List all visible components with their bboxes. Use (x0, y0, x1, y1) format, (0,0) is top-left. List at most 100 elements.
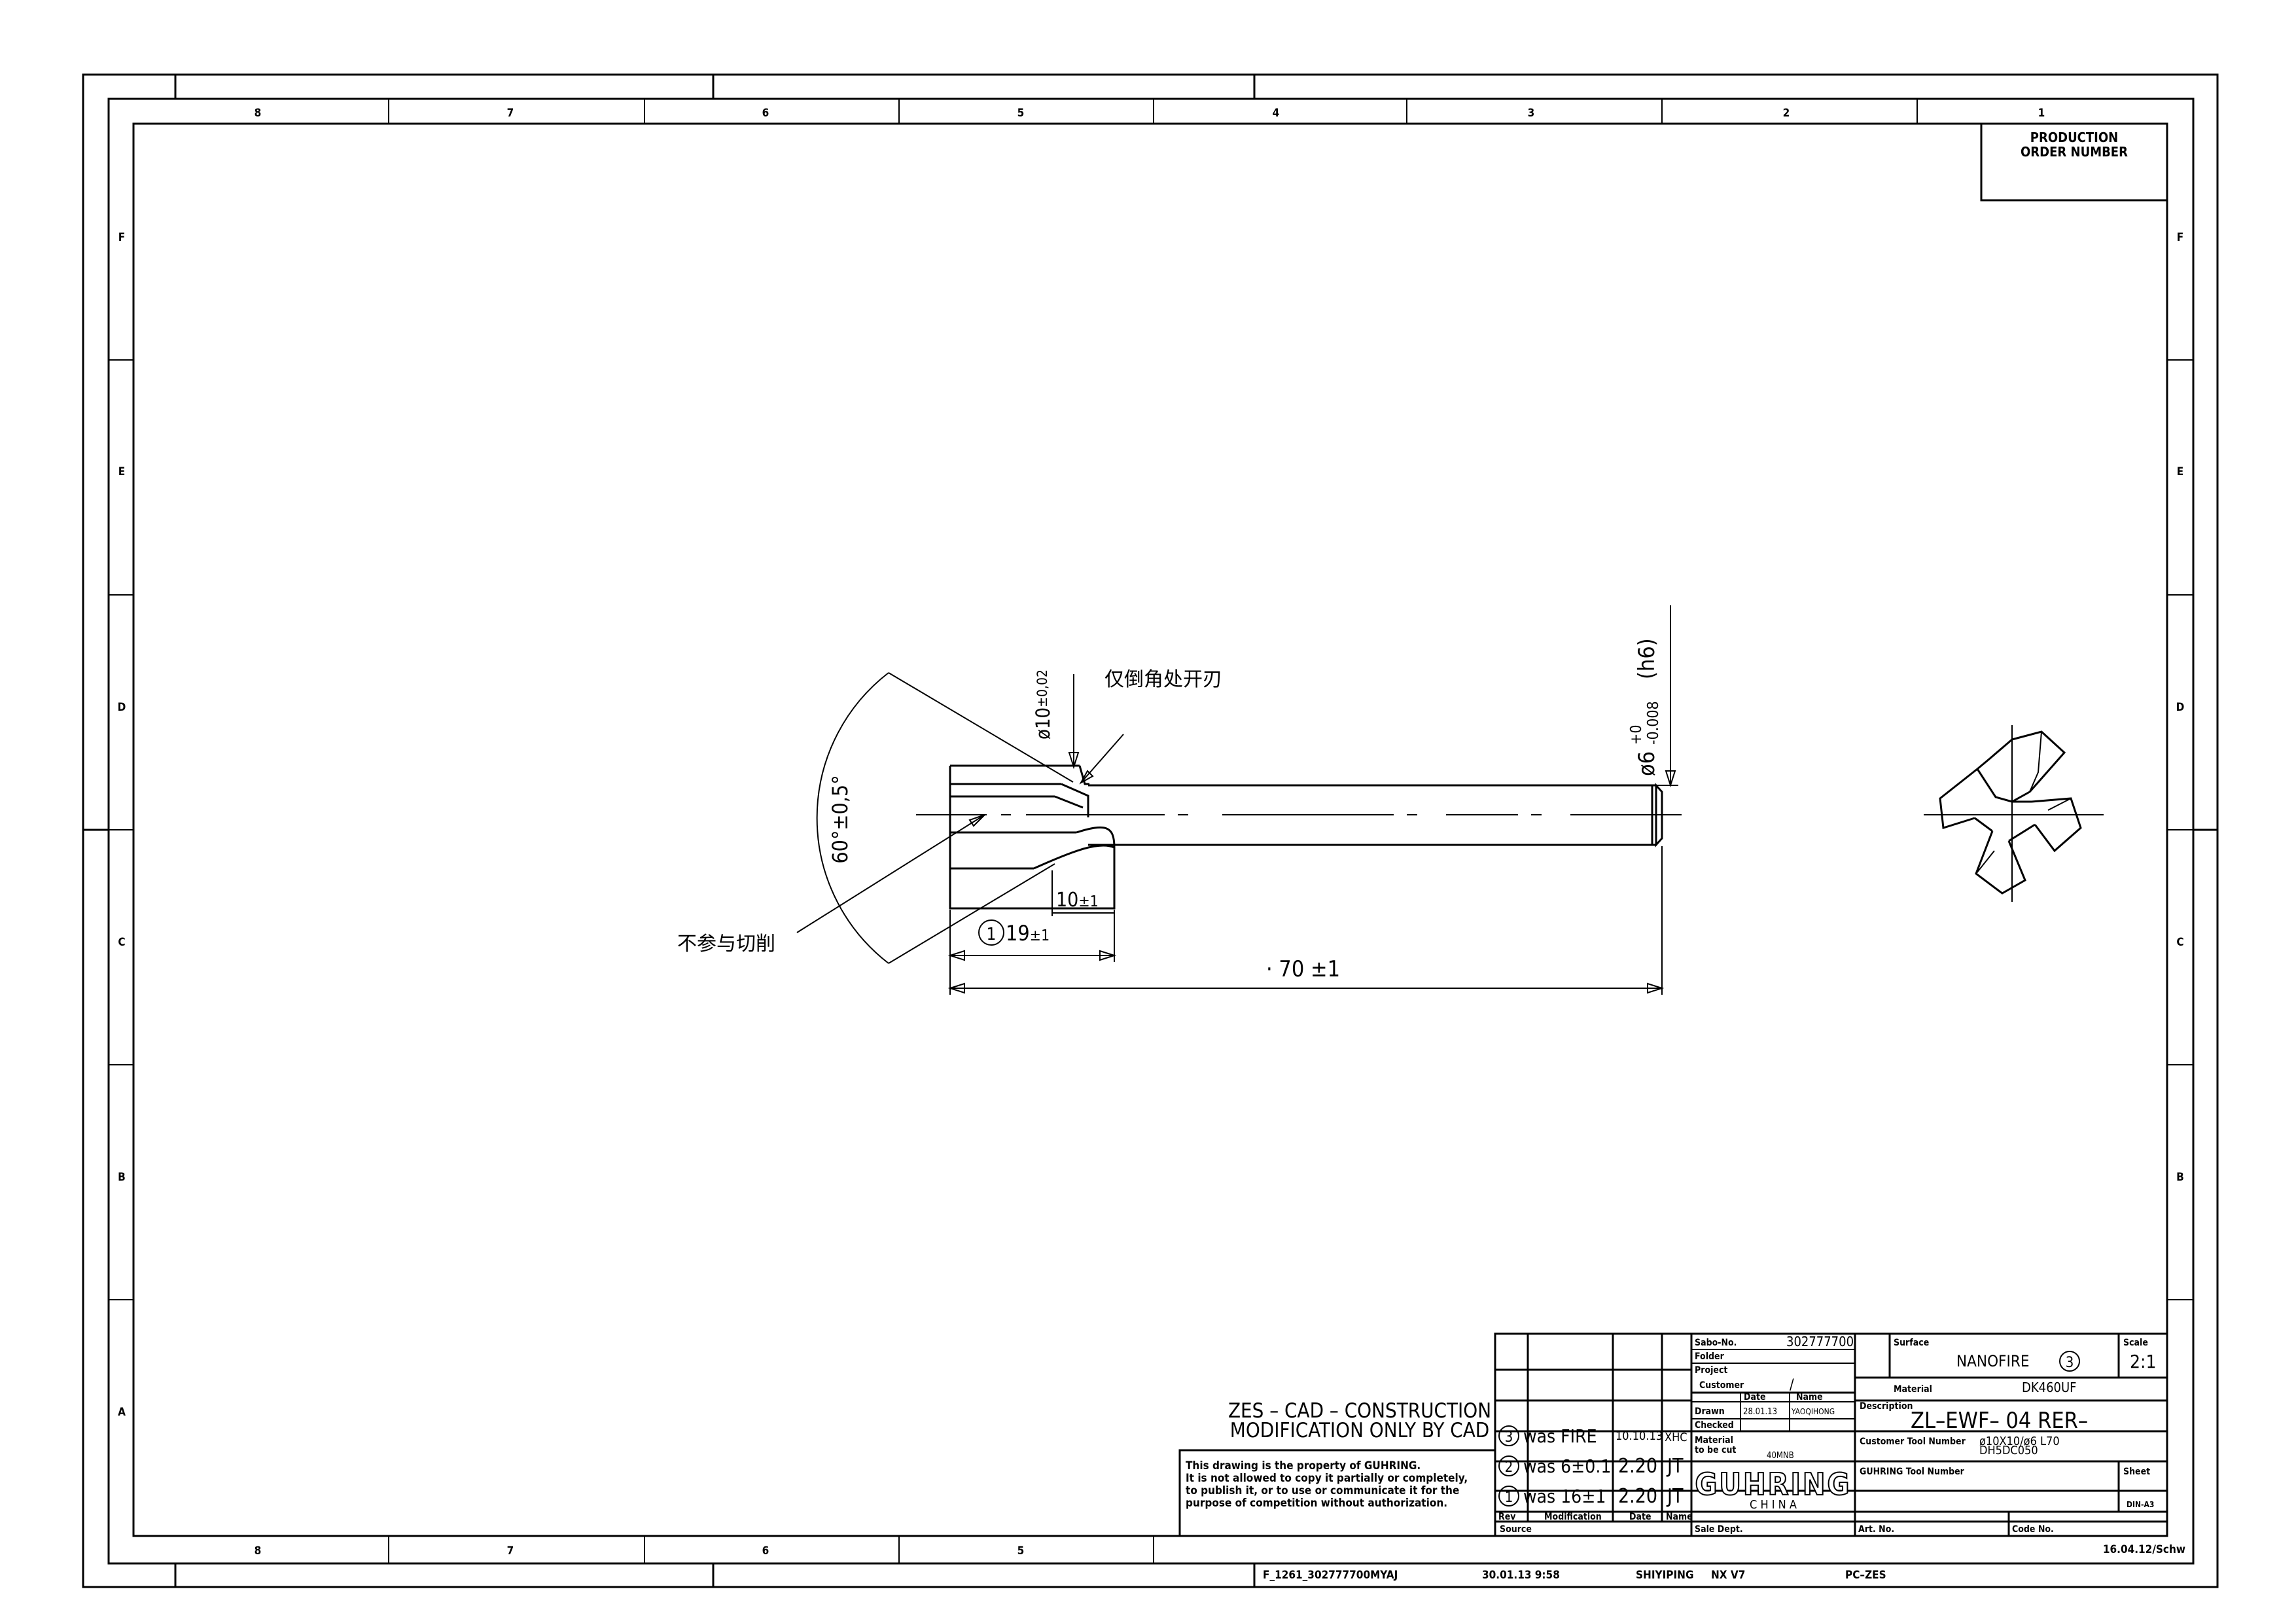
rev-header-date: Date (1629, 1512, 1651, 1522)
sheet-value: DIN-A3 (2127, 1500, 2154, 1509)
len19-marker: 1 (987, 925, 997, 944)
len19-dimension: 1 19±1 (947, 910, 1117, 962)
title-info-right: Surface NANOFIRE 3 Scale 2:1 Material DK… (1860, 1338, 2185, 1556)
china-label: C H I N A (1750, 1498, 1797, 1512)
project-label: Project (1695, 1365, 1727, 1376)
scale-label: Scale (2123, 1338, 2148, 1348)
rev-header-modification: Modification (1544, 1512, 1602, 1522)
dia6-fit: (h6) (1634, 638, 1660, 679)
guhring-logo-text: GUHRING (1695, 1467, 1851, 1502)
zone-row-c-left: C (118, 936, 125, 949)
zes-line2: MODIFICATION ONLY BY CAD (1230, 1419, 1490, 1442)
zone-dividers (109, 99, 2193, 1563)
rev-header-rev: Rev (1498, 1512, 1516, 1522)
material-value: DK460UF (2022, 1380, 2077, 1395)
zone-row-d-right: D (2176, 701, 2185, 714)
sabo-label: Sabo-No. (1695, 1338, 1737, 1348)
surface-marker: 3 (2066, 1355, 2074, 1371)
dia10-label: ø10±0,02 (1032, 669, 1054, 740)
footer-software: NX V7 (1711, 1569, 1745, 1582)
material-label: Material (1894, 1384, 1932, 1395)
description-value: ZL–EWF– 04 RER– (1911, 1408, 2088, 1434)
dia6-dimension: ø6 +0 -0.008 (h6) (1628, 605, 1678, 788)
zes-notice: ZES – CAD – CONSTRUCTION MODIFICATION ON… (1228, 1399, 1491, 1442)
zone-row-b-right: B (2176, 1171, 2184, 1184)
zone-row-c-right: C (2176, 936, 2183, 949)
zone-col-7-bottom: 7 (507, 1544, 514, 1558)
angle-label: 60°±0,5° (828, 775, 853, 863)
zone-col-8: 8 (255, 107, 262, 120)
chamfer-note-label: 仅倒角处开刃 (1104, 668, 1222, 691)
customer-label: Customer (1699, 1380, 1744, 1391)
zone-row-b-left: B (118, 1171, 126, 1184)
rev-1-number: 1 (1505, 1489, 1513, 1506)
art-no-label: Art. No. (1858, 1524, 1894, 1535)
chamfer-note: 仅倒角处开刃 (1079, 668, 1222, 785)
zone-col-3: 3 (1528, 107, 1535, 120)
customer-tool-label: Customer Tool Number (1860, 1436, 1966, 1447)
guhring-tool-label: GUHRING Tool Number (1860, 1467, 1965, 1477)
len10-dimension: 10±1 (949, 870, 1114, 995)
footer-station: PC–ZES (1845, 1569, 1886, 1582)
sheet-frame (82, 73, 2219, 1588)
zone-col-6-bottom: 6 (762, 1544, 769, 1558)
customer-value: / (1790, 1377, 1794, 1393)
scale-value: 2:1 (2130, 1351, 2157, 1372)
rev-1-name: JT (1666, 1485, 1684, 1508)
tool-end-view (1924, 725, 2104, 902)
zone-col-7: 7 (507, 107, 514, 120)
zone-col-2: 2 (1783, 107, 1790, 120)
drawn-label: Drawn (1695, 1406, 1725, 1417)
dia6-label: ø6 (1634, 751, 1660, 776)
zone-col-5: 5 (1017, 107, 1025, 120)
angle-dimension: 60°±0,5° (816, 672, 1074, 964)
code-no-label: Code No. (2012, 1524, 2054, 1535)
source-label: Source (1500, 1524, 1532, 1535)
zone-col-5-bottom: 5 (1017, 1544, 1025, 1558)
guhring-logo: GUHRING C H I N A (1694, 1466, 1851, 1512)
folder-label: Folder (1695, 1351, 1725, 1362)
rev-1-date: 2.20 (1618, 1485, 1657, 1508)
rev-1-modification: was 16±1 (1523, 1486, 1606, 1507)
title-block-grid (1494, 1332, 2168, 1537)
zone-row-f-left: F (118, 231, 125, 244)
rev-2-name: JT (1666, 1455, 1684, 1478)
sabo-value: 302777700 (1786, 1334, 1854, 1349)
footer-user: SHIYIPING (1636, 1569, 1694, 1582)
rev-2-number: 2 (1505, 1459, 1513, 1476)
rev-2-modification: was 6±0.1 (1523, 1455, 1611, 1477)
dia6-upper-tol: +0 (1628, 724, 1645, 745)
tool-side-view (949, 764, 1663, 910)
len70-label: · 70 ±1 (1266, 956, 1340, 982)
checked-label: Checked (1695, 1420, 1734, 1431)
zone-row-d-left: D (118, 701, 126, 714)
zone-row-e-right: E (2177, 465, 2183, 478)
zone-col-4: 4 (1273, 107, 1280, 120)
drawn-name: YAOQIHONG (1791, 1407, 1835, 1416)
surface-label: Surface (1894, 1338, 1929, 1348)
surface-value: NANOFIRE (1956, 1352, 2029, 1370)
zes-line1: ZES – CAD – CONSTRUCTION (1228, 1399, 1491, 1423)
zone-col-6: 6 (762, 107, 769, 120)
rev-3-modification: was FIRE (1523, 1425, 1597, 1447)
len10-label: 10±1 (1056, 889, 1099, 912)
footer-file: F_1261_302777700MYAJ (1263, 1569, 1398, 1582)
rev-header-name: Name (1666, 1512, 1693, 1522)
zone-row-a-left: A (118, 1406, 126, 1419)
footer-timestamp: 30.01.13 9:58 (1482, 1569, 1560, 1582)
len19-label: 19±1 (1006, 921, 1050, 946)
rev-3-date: 10.10.13 (1616, 1429, 1663, 1443)
dia10-dimension: ø10±0,02 (1032, 669, 1080, 770)
description-label: Description (1860, 1401, 1913, 1412)
footer-row: F_1261_302777700MYAJ 30.01.13 9:58 SHIYI… (1263, 1569, 1886, 1582)
dia6-lower-tol: -0.008 (1645, 701, 1662, 745)
no-cut-note-label: 不参与切削 (677, 933, 775, 955)
title-info-middle: Sabo-No. 302777700 Folder Project Custom… (1691, 1334, 2054, 1535)
sale-dept-label: Sale Dept. (1695, 1524, 1743, 1535)
zone-col-8-bottom: 8 (255, 1544, 262, 1558)
drawn-date: 28.01.13 (1743, 1407, 1777, 1417)
